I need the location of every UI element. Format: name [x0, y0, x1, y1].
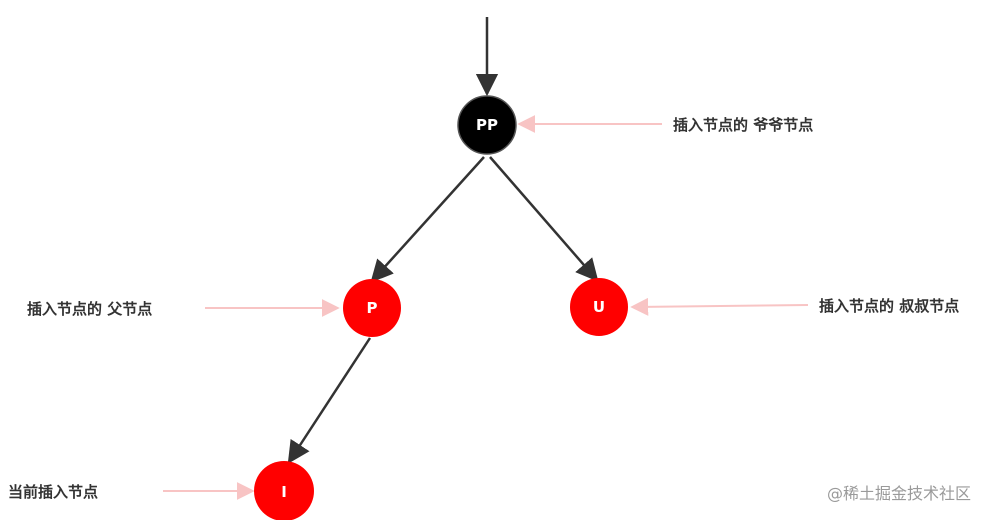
node-p-label: P — [367, 299, 378, 317]
node-u-label: U — [593, 298, 605, 316]
annotation-current: 当前插入节点 — [8, 483, 98, 501]
edge-pp-to-u — [489, 156, 599, 282]
annotation-uncle: 插入节点的 叔叔节点 — [819, 297, 959, 315]
node-i-label: I — [281, 483, 287, 501]
node-p: P — [343, 279, 401, 337]
node-pp: PP — [457, 95, 517, 155]
pointer-uncle — [630, 297, 809, 316]
edge-pp-to-p — [370, 156, 485, 283]
node-u: U — [570, 278, 628, 336]
annotation-grandparent: 插入节点的 爷爷节点 — [673, 116, 813, 134]
watermark-text: @稀土掘金技术社区 — [827, 484, 971, 503]
annotation-parent: 插入节点的 父节点 — [27, 300, 152, 318]
edge-p-to-i — [287, 337, 372, 464]
node-i: I — [254, 461, 314, 520]
node-pp-label: PP — [476, 116, 498, 134]
